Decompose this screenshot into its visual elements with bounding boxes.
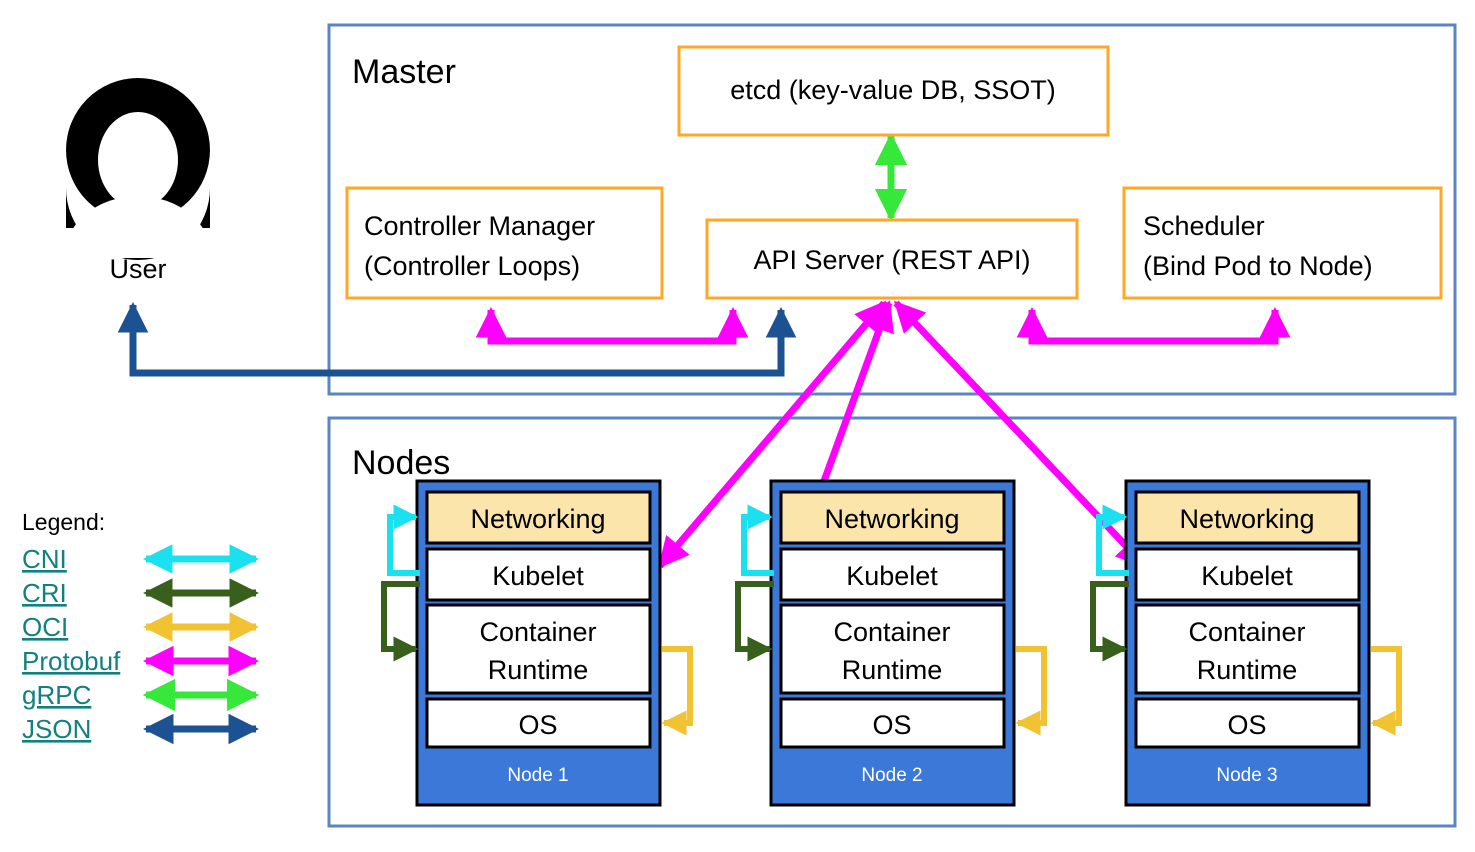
controller-manager-label-line1: Controller Manager xyxy=(364,211,595,241)
scheduler-label-line1: Scheduler xyxy=(1143,211,1265,241)
node-3-networking-box[interactable] xyxy=(1134,490,1361,545)
node-2-networking-box[interactable] xyxy=(779,490,1006,545)
node-1-networking-label: Networking xyxy=(470,504,605,534)
node-3-container-runtime-label-line2: Runtime xyxy=(1197,655,1298,685)
legend-row-cni[interactable]: CNI xyxy=(22,544,259,574)
node-1-kubelet-box[interactable] xyxy=(425,547,652,602)
node-1-os-label: OS xyxy=(518,710,557,740)
node-1-name: Node 1 xyxy=(507,765,568,786)
master-group-title: Master xyxy=(352,53,456,91)
legend-heading: Legend: xyxy=(22,509,105,535)
node-2-networking-label: Networking xyxy=(824,504,959,534)
connector-cri-node3-kubelet-runtime xyxy=(1090,581,1129,662)
node-2-kubelet-label: Kubelet xyxy=(846,561,938,591)
legend-label-grpc[interactable]: gRPC xyxy=(22,680,91,710)
node-3[interactable]: Networking Kubelet Container Runtime OS … xyxy=(1124,479,1371,807)
node-3-kubelet-label: Kubelet xyxy=(1201,561,1293,591)
node-2-container-runtime-label-line1: Container xyxy=(833,617,950,647)
legend-row-protobuf[interactable]: Protobuf xyxy=(22,645,260,677)
node-2-kubelet-box[interactable] xyxy=(779,547,1006,602)
legend-label-cri[interactable]: CRI xyxy=(22,578,67,608)
legend-label-json[interactable]: JSON xyxy=(22,714,91,744)
connector-cri-node1-kubelet-runtime xyxy=(381,581,420,662)
legend-label-cni[interactable]: CNI xyxy=(22,544,67,574)
connector-oci-node1-runtime-os xyxy=(661,646,693,736)
node-2-container-runtime-label-line2: Runtime xyxy=(842,655,943,685)
user-label: User xyxy=(109,254,166,284)
node-1-container-runtime-label-line2: Runtime xyxy=(488,655,589,685)
connector-cni-node2-kubelet-networking xyxy=(741,504,774,576)
node-3-networking-label: Networking xyxy=(1179,504,1314,534)
etcd-label: etcd (key-value DB, SSOT) xyxy=(730,75,1056,105)
etcd-box[interactable] xyxy=(677,45,1110,137)
node-1-networking-box[interactable] xyxy=(425,490,652,545)
connector-cni-node1-kubelet-networking xyxy=(387,504,420,576)
node-1-container-runtime-label-line1: Container xyxy=(479,617,596,647)
api-server-box[interactable] xyxy=(705,218,1079,300)
node-1-container-runtime-box[interactable] xyxy=(425,603,652,695)
legend-label-oci[interactable]: OCI xyxy=(22,612,68,642)
connector-cni-node3-kubelet-networking xyxy=(1096,504,1129,576)
node-2-os-label: OS xyxy=(872,710,911,740)
node-3-kubelet-box[interactable] xyxy=(1134,547,1361,602)
node-3-os-box[interactable] xyxy=(1134,697,1361,749)
node-2-os-box[interactable] xyxy=(779,697,1006,749)
node-1-os-box[interactable] xyxy=(425,697,652,749)
node-2-name: Node 2 xyxy=(861,765,922,786)
scheduler-box[interactable] xyxy=(1122,186,1443,300)
legend-row-json[interactable]: JSON xyxy=(22,713,260,745)
nodes-group-title: Nodes xyxy=(352,444,450,482)
node-3-os-label: OS xyxy=(1227,710,1266,740)
connector-oci-node2-runtime-os xyxy=(1015,646,1047,736)
api-server-label: API Server (REST API) xyxy=(753,245,1030,275)
node-3-name: Node 3 xyxy=(1216,765,1277,786)
controller-manager-label-line2: (Controller Loops) xyxy=(364,251,580,281)
node-3-container-runtime-box[interactable] xyxy=(1134,603,1361,695)
node-1-kubelet-label: Kubelet xyxy=(492,561,584,591)
controller-manager-box[interactable] xyxy=(345,186,664,300)
connector-oci-node3-runtime-os xyxy=(1370,646,1402,736)
node-2-container-runtime-box[interactable] xyxy=(779,603,1006,695)
connector-cri-node2-kubelet-runtime xyxy=(735,581,774,662)
legend-row-oci[interactable]: OCI xyxy=(22,612,259,642)
legend-row-grpc[interactable]: gRPC xyxy=(22,678,260,712)
node-3-container-runtime-label-line1: Container xyxy=(1188,617,1305,647)
legend-label-protobuf[interactable]: Protobuf xyxy=(22,646,121,676)
node-2[interactable]: Networking Kubelet Container Runtime OS … xyxy=(769,479,1016,807)
node-1[interactable]: Networking Kubelet Container Runtime OS … xyxy=(415,479,662,807)
user-avatar-icon xyxy=(64,78,212,260)
legend-row-cri[interactable]: CRI xyxy=(22,578,259,608)
scheduler-label-line2: (Bind Pod to Node) xyxy=(1143,251,1373,281)
